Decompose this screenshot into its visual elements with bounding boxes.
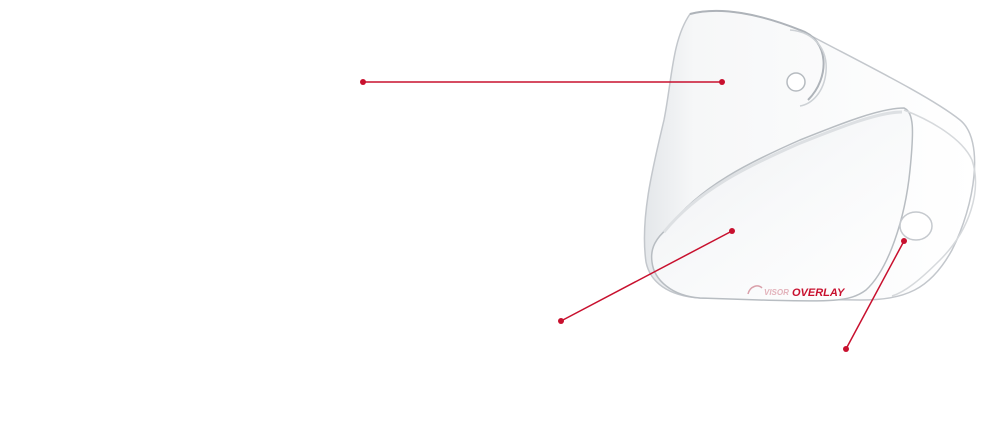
inner-lens (650, 107, 914, 302)
callout-dot-start (843, 346, 849, 352)
callout-inner-lens (558, 228, 735, 324)
callout-dot-end (719, 79, 725, 85)
inner-lens-mount-hole (899, 211, 933, 241)
callout-dot-end (729, 228, 735, 234)
callout-dot-start (360, 79, 366, 85)
brand-mark-icon (747, 285, 763, 295)
callout-outer-visor (360, 79, 725, 85)
callout-line (845, 240, 905, 350)
outer-visor-rim (689, 9, 825, 101)
inner-lens-side-tab (891, 109, 977, 297)
brand-logo-text: OVERLAY (792, 287, 846, 299)
outer-visor-hole (786, 72, 806, 92)
callout-dot-start (558, 318, 564, 324)
outer-visor-tab (789, 29, 827, 107)
callout-mount-pin (843, 238, 907, 352)
brand-logo-prefix: VISOR (764, 288, 789, 297)
callout-dot-end (901, 238, 907, 244)
callout-line (560, 230, 733, 322)
brand-logo: VISOR OVERLAY (747, 285, 846, 299)
inner-lens-edge (662, 110, 903, 233)
